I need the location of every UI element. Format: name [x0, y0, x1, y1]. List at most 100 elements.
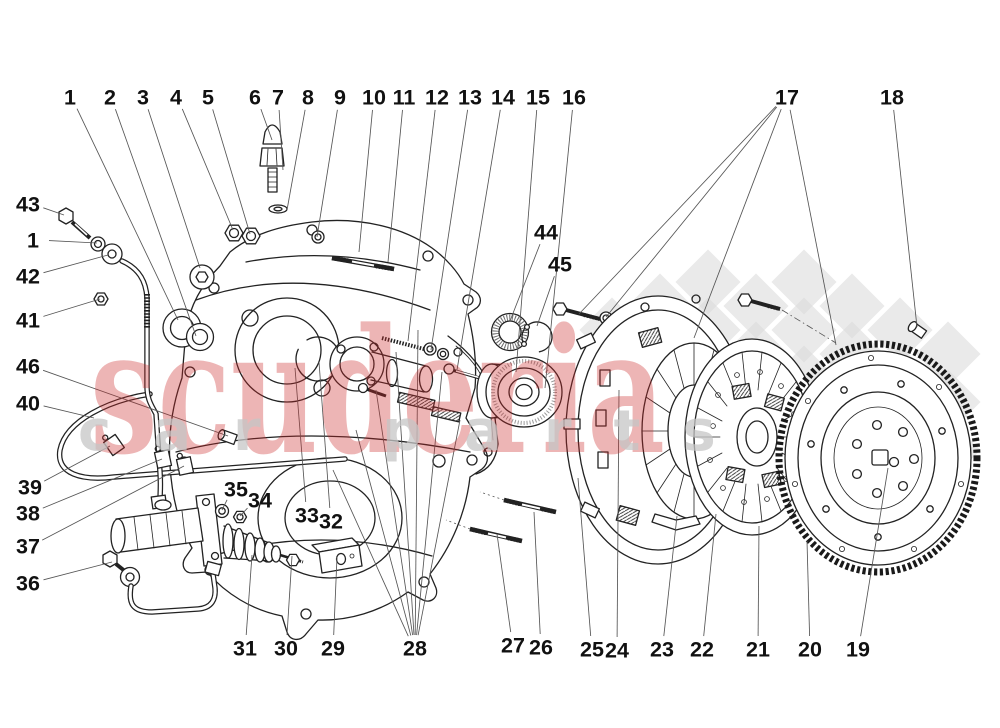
part-callout-31[interactable]: 31 [233, 637, 257, 661]
part-callout-4[interactable]: 4 [170, 86, 182, 110]
bearing-ring [490, 312, 530, 352]
leader-line [605, 106, 778, 318]
watermark-brand-text: scuderia [90, 290, 665, 493]
leader-line [456, 109, 501, 371]
leader-line [221, 499, 228, 511]
leader-line [806, 540, 811, 637]
leader-line [375, 389, 414, 636]
part-callout-5[interactable]: 5 [202, 86, 214, 110]
part-callout-9[interactable]: 9 [334, 86, 346, 110]
banjo-fitting-top [58, 207, 123, 306]
leader-line [42, 369, 229, 437]
part-callout-25[interactable]: 25 [580, 638, 604, 662]
leader-line [42, 458, 163, 509]
leader-line [239, 507, 248, 517]
master-cylinder [110, 493, 223, 567]
leader-line [181, 108, 234, 231]
watermark-tagline-text: car parts [78, 399, 758, 464]
watermark: scuderia car parts [78, 290, 758, 493]
part-callout-14[interactable]: 14 [491, 86, 515, 110]
leader-line [358, 109, 373, 253]
part-callout-33[interactable]: 33 [295, 504, 319, 528]
flywheel [775, 340, 981, 576]
part-callout-32[interactable]: 32 [319, 510, 343, 534]
part-callout-1[interactable]: 1 [27, 229, 39, 253]
leader-line [417, 419, 461, 636]
part-callout-38[interactable]: 38 [16, 502, 40, 526]
leader-line [577, 477, 592, 637]
part-callout-44[interactable]: 44 [534, 221, 558, 245]
leader-line [286, 555, 293, 636]
leader-line [43, 445, 111, 482]
part-callout-28[interactable]: 28 [403, 637, 427, 661]
part-callout-3[interactable]: 3 [137, 86, 149, 110]
part-callout-39[interactable]: 39 [18, 476, 42, 500]
part-callout-22[interactable]: 22 [690, 638, 714, 662]
part-callout-12[interactable]: 12 [425, 86, 449, 110]
part-callout-46[interactable]: 46 [16, 355, 40, 379]
part-callout-6[interactable]: 6 [249, 86, 261, 110]
top-stud [311, 230, 395, 272]
spacer-block [311, 537, 363, 574]
part-callout-29[interactable]: 29 [321, 637, 345, 661]
part-callout-23[interactable]: 23 [650, 638, 674, 662]
part-callout-21[interactable]: 21 [746, 638, 770, 662]
part-callout-41[interactable]: 41 [16, 309, 40, 333]
part-callout-2[interactable]: 2 [104, 86, 116, 110]
part-callout-10[interactable]: 10 [362, 86, 386, 110]
part-callout-45[interactable]: 45 [548, 253, 572, 277]
part-callout-19[interactable]: 19 [846, 638, 870, 662]
part-callout-37[interactable]: 37 [16, 535, 40, 559]
part-callout-27[interactable]: 27 [501, 634, 525, 658]
leader-line [395, 351, 415, 636]
part-callout-8[interactable]: 8 [302, 86, 314, 110]
leader-line [355, 429, 412, 636]
part-callout-30[interactable]: 30 [274, 637, 298, 661]
leader-line [76, 108, 179, 321]
part-callout-43[interactable]: 43 [16, 193, 40, 217]
leader-line [509, 243, 541, 322]
part-callout-15[interactable]: 15 [526, 86, 550, 110]
leader-line [663, 515, 678, 637]
part-callout-18[interactable]: 18 [880, 86, 904, 110]
leader-line [515, 109, 538, 373]
mount-studs [445, 491, 557, 544]
clutch-disc [684, 338, 820, 536]
leader-line [260, 108, 273, 141]
part-callout-24[interactable]: 24 [605, 639, 629, 663]
leader-line [407, 109, 436, 342]
leader-line [544, 109, 573, 389]
cover-bolt-2 [737, 293, 837, 344]
part-callout-26[interactable]: 26 [529, 636, 553, 660]
leader-line [416, 371, 443, 636]
part-callout-34[interactable]: 34 [248, 489, 272, 513]
hydraulic-pipes [56, 258, 348, 510]
leader-line [316, 109, 338, 238]
leader-line [578, 106, 777, 315]
leader-line [294, 367, 307, 503]
leader-line [332, 469, 409, 637]
slave-cylinder [214, 503, 304, 567]
leader-line [43, 207, 65, 216]
part-callout-1[interactable]: 1 [64, 86, 76, 110]
part-callout-17[interactable]: 17 [775, 86, 799, 110]
part-callout-11[interactable]: 11 [393, 86, 416, 110]
bleeder-fitting [217, 428, 238, 446]
part-callout-36[interactable]: 36 [16, 572, 40, 596]
springs [357, 382, 462, 423]
leader-line [286, 109, 306, 211]
part-callout-40[interactable]: 40 [16, 392, 40, 416]
leader-line [616, 389, 620, 638]
leader-line [43, 254, 109, 274]
seal-rings [162, 308, 215, 352]
plug-and-nuts [189, 224, 261, 290]
part-callout-7[interactable]: 7 [272, 86, 284, 110]
part-callout-20[interactable]: 20 [798, 638, 822, 662]
part-callout-42[interactable]: 42 [16, 265, 40, 289]
part-callout-13[interactable]: 13 [458, 86, 482, 110]
leader-line [333, 556, 338, 636]
part-callout-16[interactable]: 16 [562, 86, 586, 110]
breather-valve [259, 124, 288, 214]
part-callout-35[interactable]: 35 [224, 478, 248, 502]
